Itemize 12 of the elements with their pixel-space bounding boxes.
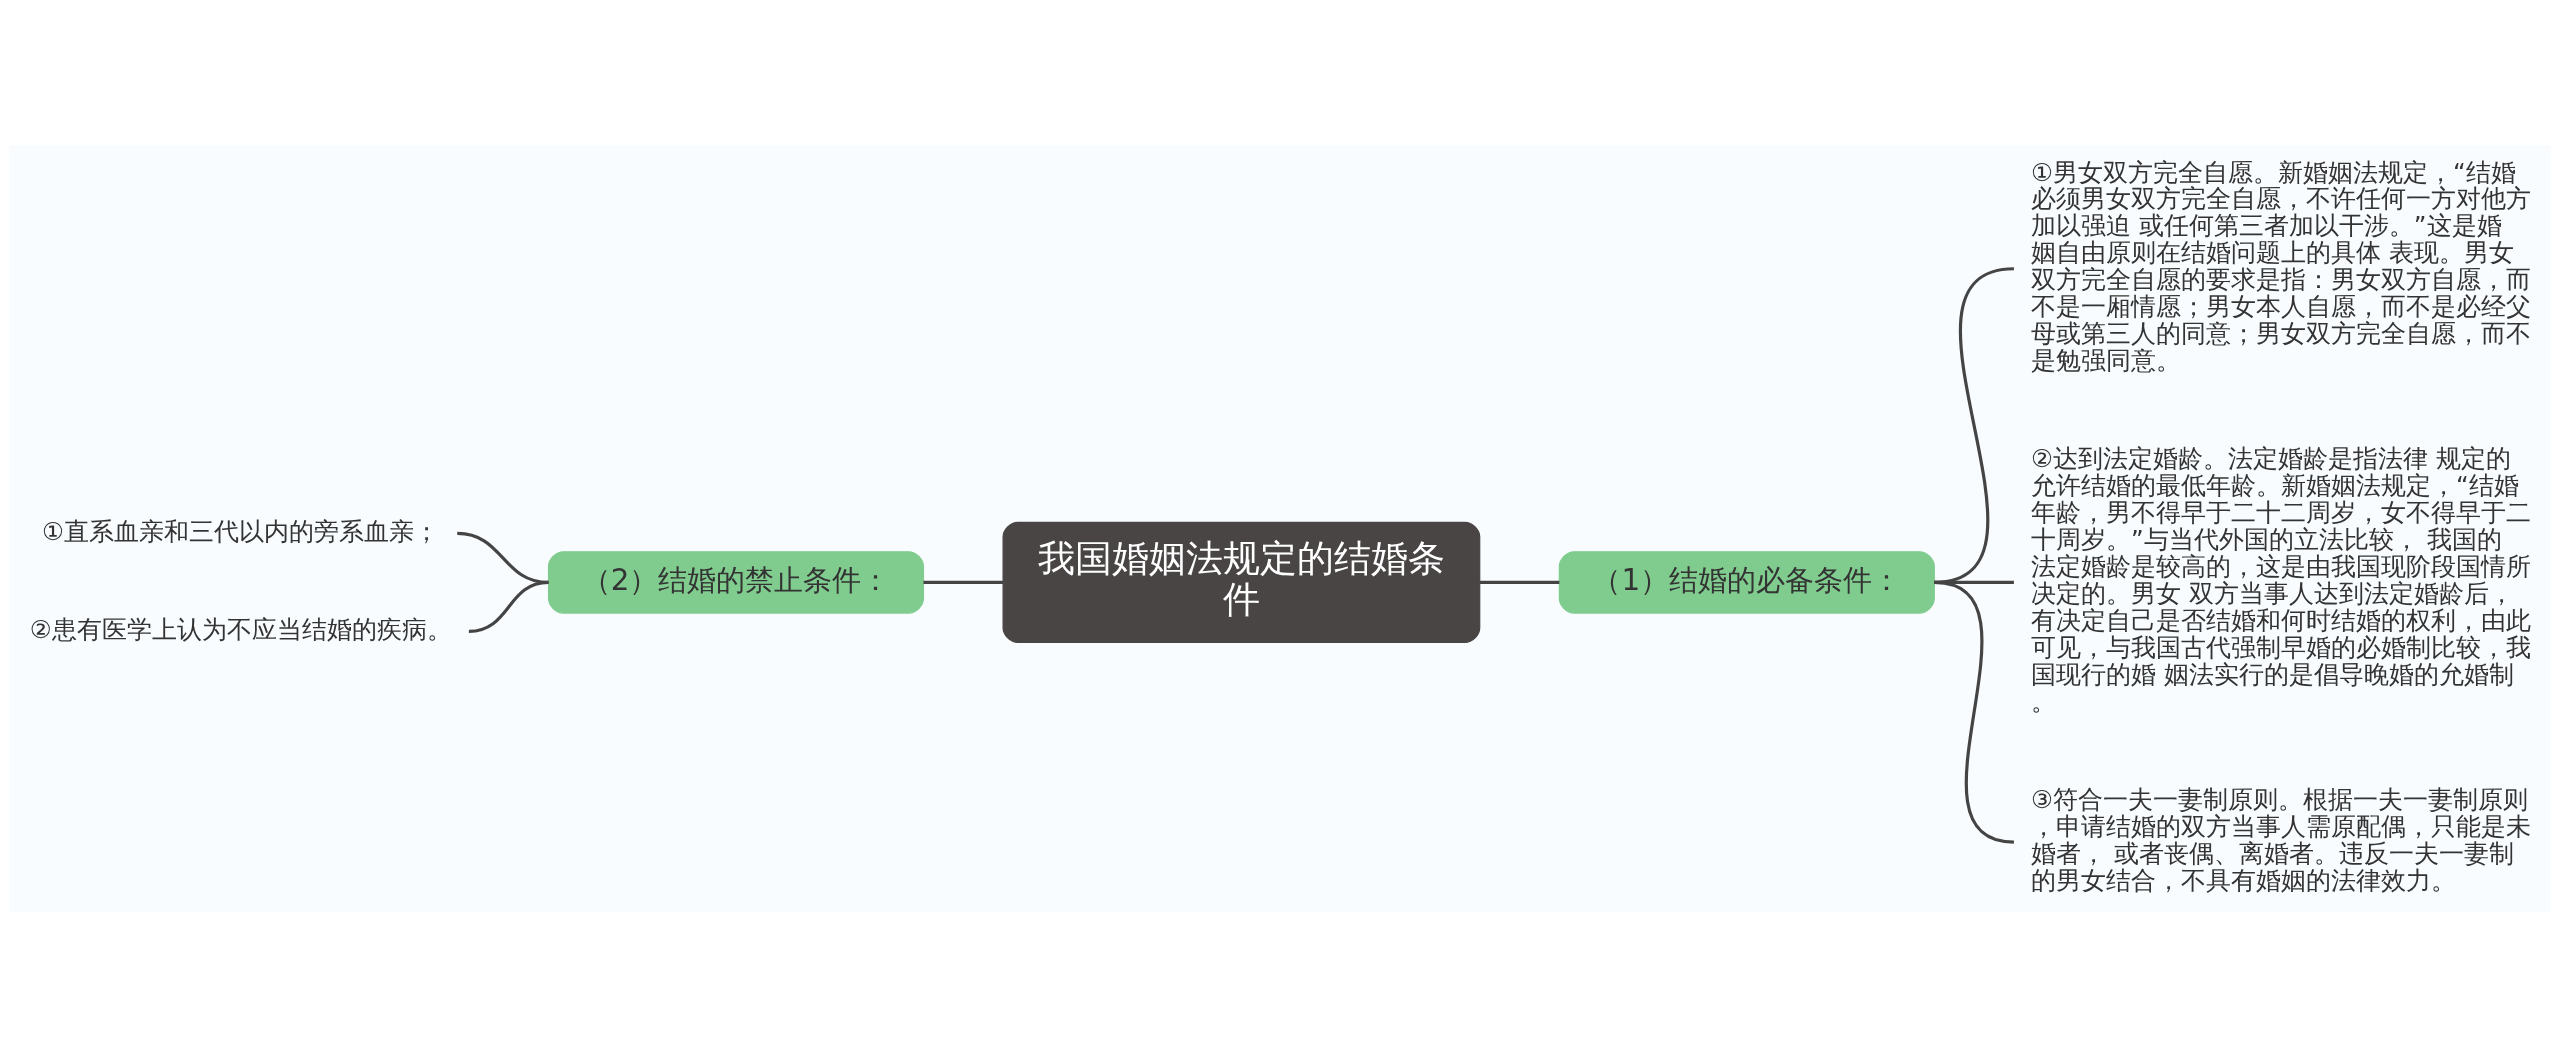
node-box: （2）结婚的禁止条件： xyxy=(547,551,925,614)
node-text: ③符合一夫一妻制原则。根据一夫一妻制原则，申请结婚的双方当事人需原配偶，只能是未婚者， 或者丧偶、离婚者。违反一夫一妻制的男女结合，不具有婚姻的法律效力。 xyxy=(2031,784,2532,895)
connector xyxy=(468,580,549,633)
node-text: ①男女双方完全自愿。新婚姻法规定，“结婚必须男女双方完全自愿，不许任何一方对他方加以强迫 或任何第三者加以干涉。”这是婚姻自由原则在结婚问题上的具体 表现。男女双方完全自愿的要求是指：男女双方自愿，而不是一厢情愿；男女本人自愿，而不是必经父母或第三人的同意；男女双方完全自愿，而不是勉强同意。 xyxy=(2031,157,2532,376)
node-text: ①直系血亲和三代以内的旁系血亲； xyxy=(41,516,439,546)
node-text: ②患有医学上认为不应当结婚的疾病。 xyxy=(29,614,452,644)
node-box: 我国婚姻法规定的结婚条件 xyxy=(1002,521,1481,644)
connector xyxy=(1933,580,2015,844)
node-box: （1）结婚的必备条件： xyxy=(1558,551,1935,614)
connector xyxy=(1479,580,1560,584)
connector xyxy=(923,580,1004,584)
node-text: ②达到法定婚龄。法定婚龄是指法律 规定的允许结婚的最低年龄。新婚姻法规定，“结婚年龄，男不得早于二十二周岁，女不得早于二十周岁。”与当代外国的立法比较， 我国的法定婚龄是较高的，这是由我国现阶段国情所决定的。男女 双方当事人达到法定婚龄后，有决定自己是否结婚和何时结婚的权利，由此可见，与我国古代强制早婚的必婚制比较，我国现行的婚 姻法实行的是倡导晚婚的允婚制。 xyxy=(2031,444,2532,716)
